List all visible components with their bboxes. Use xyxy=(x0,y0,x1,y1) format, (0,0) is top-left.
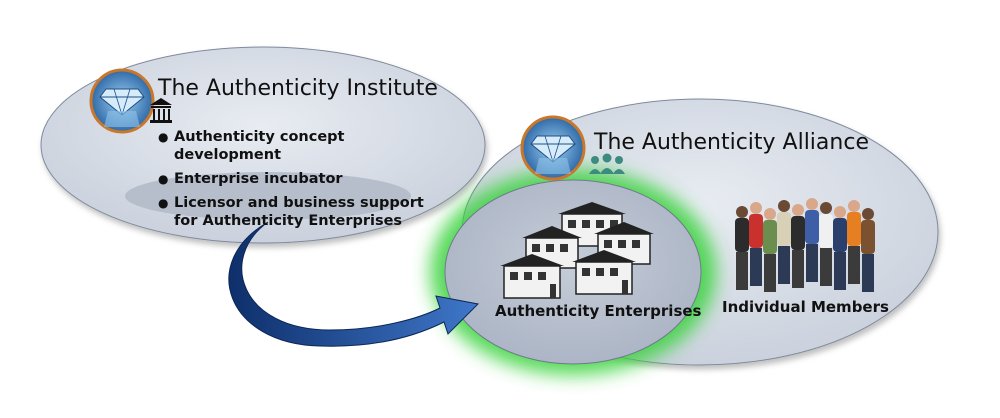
flow-arrow xyxy=(228,221,480,347)
institution-building-icon xyxy=(150,98,172,123)
bullet-concept-development: Authenticity concept development xyxy=(158,128,418,164)
alliance-diamond-logo-icon xyxy=(520,115,586,181)
institute-bullet-list: Authenticity concept development Enterpr… xyxy=(158,128,424,236)
alliance-title: The Authenticity Alliance xyxy=(594,130,869,155)
people-photo-icon xyxy=(735,198,875,292)
members-label: Individual Members xyxy=(722,298,889,316)
institute-diamond-logo-icon xyxy=(89,68,155,134)
bullet-licensor-support: Licensor and business support for Authen… xyxy=(158,194,424,230)
enterprises-ellipse xyxy=(444,179,702,365)
institute-title: The Authenticity Institute xyxy=(158,76,438,101)
people-group-icon xyxy=(589,153,625,174)
bullet-enterprise-incubator: Enterprise incubator xyxy=(158,170,418,188)
enterprises-label: Authenticity Enterprises xyxy=(495,302,702,320)
buildings-icon xyxy=(500,202,654,299)
